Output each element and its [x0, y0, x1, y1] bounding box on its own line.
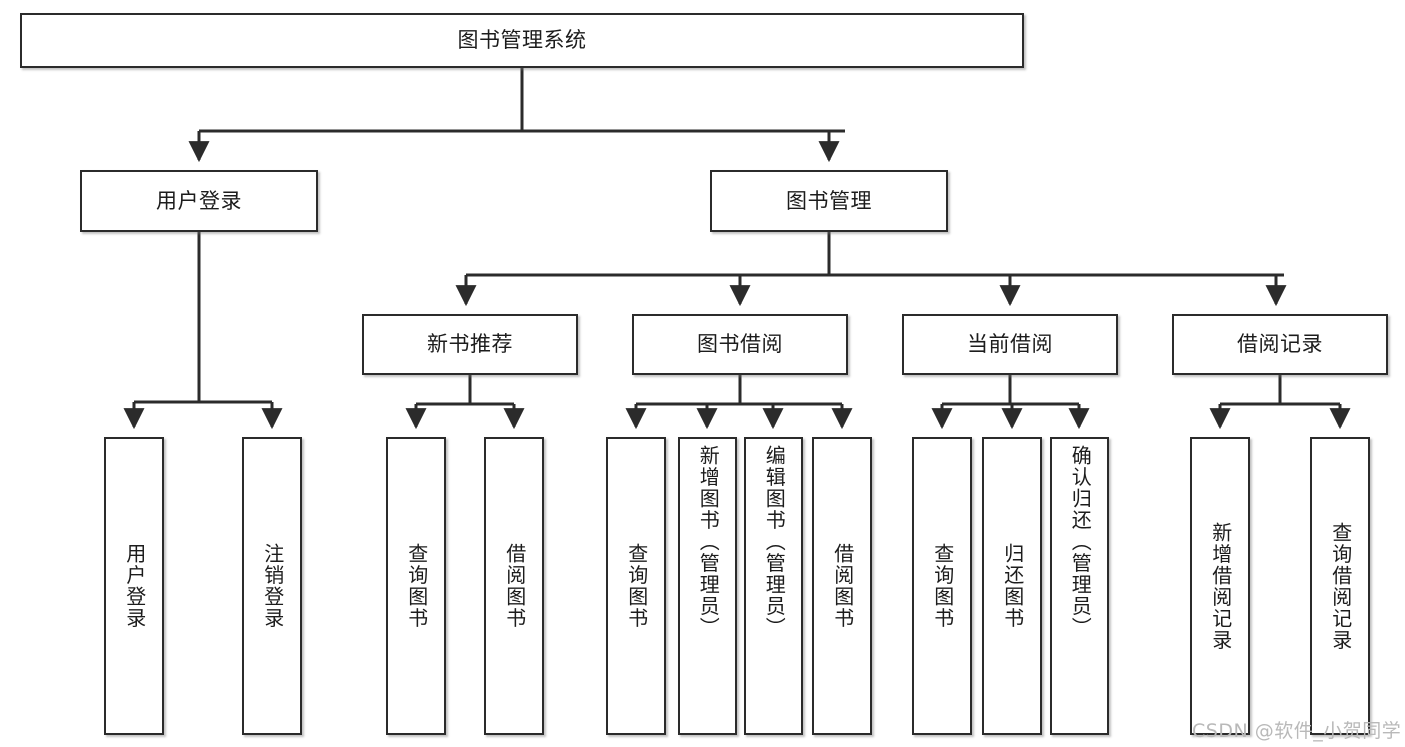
- node-leaf-add-borrow-record[interactable]: 新增借阅记录: [1190, 437, 1250, 735]
- node-current-borrow-label: 当前借阅: [967, 332, 1053, 357]
- node-leaf-add-book-admin[interactable]: 新增图书（管理员）: [678, 437, 737, 735]
- edges-bookborrow-to-leaves: [625, 375, 853, 430]
- node-leaf-query-borrow-record[interactable]: 查询借阅记录: [1310, 437, 1370, 735]
- node-root-label: 图书管理系统: [457, 28, 587, 53]
- node-leaf-edit-book-admin[interactable]: 编辑图书（管理员）: [744, 437, 803, 735]
- node-leaf-add-book-admin-label: 新增图书（管理员）: [696, 445, 721, 639]
- node-leaf-borrow-book-1-label: 借阅图书: [502, 543, 527, 629]
- node-book-borrow-label: 图书借阅: [697, 332, 783, 357]
- node-book-manage[interactable]: 图书管理: [710, 170, 948, 232]
- node-leaf-edit-book-admin-label: 编辑图书（管理员）: [762, 445, 787, 639]
- node-leaf-query-borrow-record-label: 查询借阅记录: [1328, 521, 1353, 651]
- node-leaf-user-login-label: 用户登录: [122, 543, 147, 629]
- node-leaf-logout-label: 注销登录: [260, 543, 285, 629]
- node-current-borrow[interactable]: 当前借阅: [902, 314, 1118, 375]
- node-book-manage-label: 图书管理: [786, 188, 872, 213]
- edges-bookmanage-to-level3: [455, 232, 1287, 307]
- node-leaf-logout[interactable]: 注销登录: [242, 437, 302, 735]
- node-borrow-record-label: 借阅记录: [1237, 332, 1323, 357]
- node-leaf-query-book-2-label: 查询图书: [624, 543, 649, 629]
- node-leaf-query-book-1-label: 查询图书: [404, 543, 429, 629]
- csdn-watermark: CSDN @软件_小贺同学: [1192, 720, 1402, 742]
- node-leaf-user-login[interactable]: 用户登录: [104, 437, 164, 735]
- edges-borrowrecord-to-leaves: [1209, 375, 1351, 430]
- node-new-book-recommend-label: 新书推荐: [427, 332, 513, 357]
- node-leaf-confirm-return-admin-label: 确认归还（管理员）: [1068, 445, 1093, 639]
- node-leaf-query-book-3[interactable]: 查询图书: [912, 437, 972, 735]
- node-book-borrow[interactable]: 图书借阅: [632, 314, 848, 375]
- node-leaf-query-book-1[interactable]: 查询图书: [386, 437, 446, 735]
- node-leaf-query-book-3-label: 查询图书: [930, 543, 955, 629]
- node-leaf-return-book-label: 归还图书: [1000, 543, 1025, 629]
- node-leaf-borrow-book-2-label: 借阅图书: [830, 543, 855, 629]
- node-leaf-query-book-2[interactable]: 查询图书: [606, 437, 666, 735]
- edges-currentborrow-to-leaves: [931, 375, 1090, 430]
- node-borrow-record[interactable]: 借阅记录: [1172, 314, 1388, 375]
- node-leaf-return-book[interactable]: 归还图书: [982, 437, 1042, 735]
- node-root[interactable]: 图书管理系统: [20, 13, 1024, 68]
- node-user-login[interactable]: 用户登录: [80, 170, 318, 232]
- node-leaf-borrow-book-2[interactable]: 借阅图书: [812, 437, 872, 735]
- node-leaf-borrow-book-1[interactable]: 借阅图书: [484, 437, 544, 735]
- node-leaf-confirm-return-admin[interactable]: 确认归还（管理员）: [1050, 437, 1109, 735]
- node-new-book-recommend[interactable]: 新书推荐: [362, 314, 578, 375]
- edges-root-to-level2: [188, 68, 845, 163]
- edges-userlogin-to-leaves: [123, 232, 283, 430]
- edges-newbook-to-leaves: [405, 375, 525, 430]
- node-user-login-label: 用户登录: [156, 188, 242, 213]
- node-leaf-add-borrow-record-label: 新增借阅记录: [1208, 521, 1233, 651]
